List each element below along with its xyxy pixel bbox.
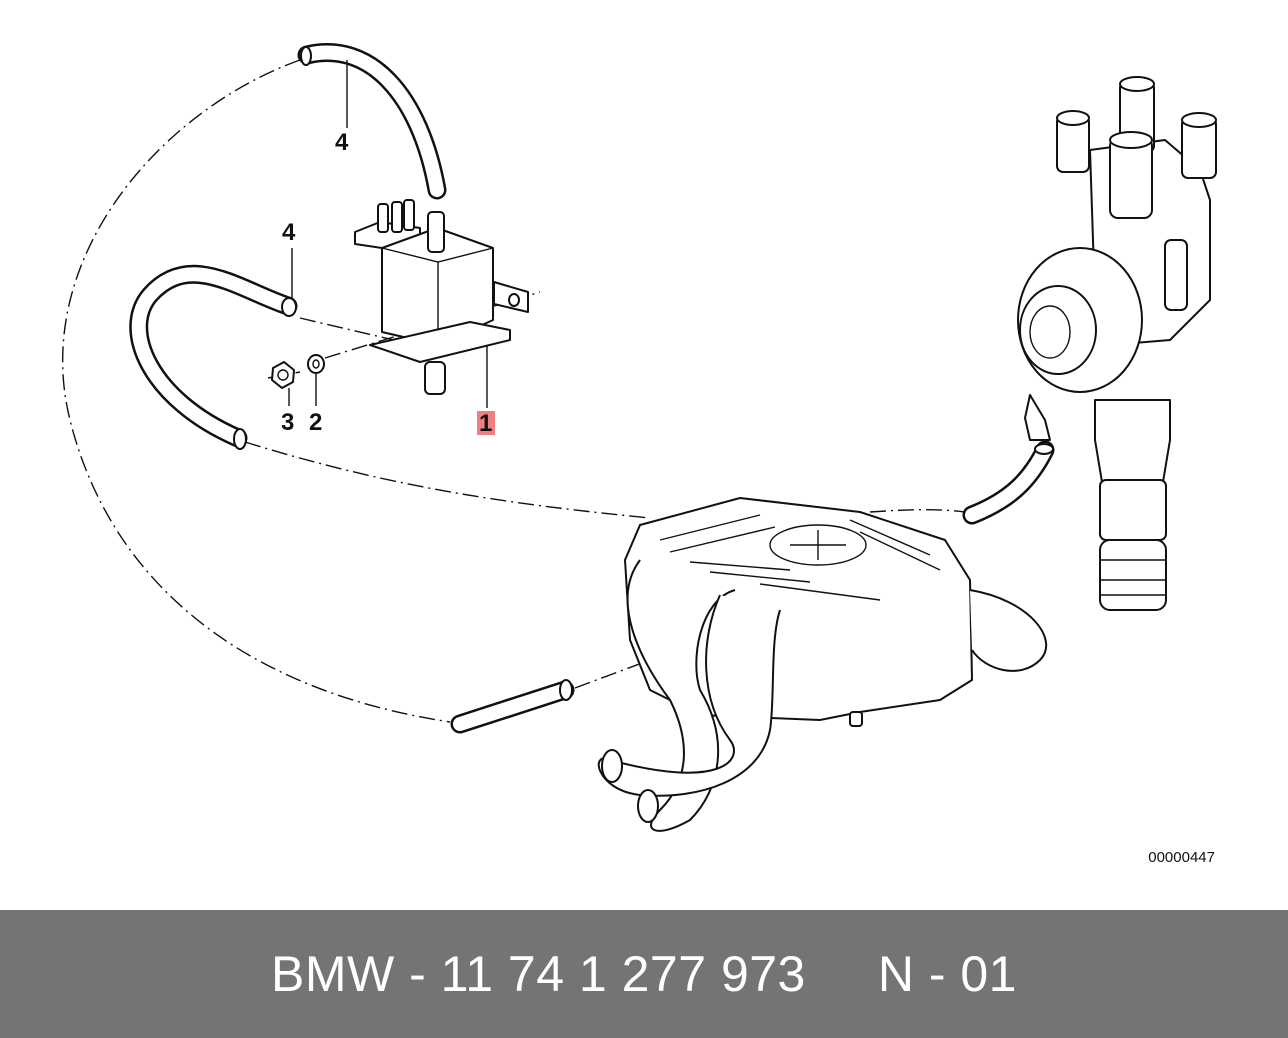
callout-hose-left: 4 <box>282 219 296 246</box>
part-number-banner: BMW - 11 74 1 277 973 N - 01 <box>0 910 1288 1038</box>
parts-diagram: 4 4 3 2 1 00000447 <box>61 43 1217 866</box>
hose-distributor <box>962 440 1055 525</box>
hose-left <box>129 248 298 450</box>
callout-valve: 1 <box>479 410 492 437</box>
callout-washer: 2 <box>309 409 322 436</box>
distributor <box>1017 76 1217 611</box>
callout-nut: 3 <box>281 409 294 436</box>
part-number-text: BMW - 11 74 1 277 973 N - 01 <box>271 946 1017 1002</box>
drawing-code: 00000447 <box>1148 849 1215 866</box>
nut-and-washer <box>271 354 325 406</box>
intake-manifold <box>597 497 1047 832</box>
callout-hose-top: 4 <box>335 129 349 156</box>
hose-top <box>297 43 447 200</box>
exploded-view-drawing: 4 4 3 2 1 00000447 <box>61 43 1217 866</box>
callout-valve-highlight <box>477 411 495 435</box>
valve-assembly <box>354 199 529 408</box>
hose-lower <box>450 679 575 734</box>
